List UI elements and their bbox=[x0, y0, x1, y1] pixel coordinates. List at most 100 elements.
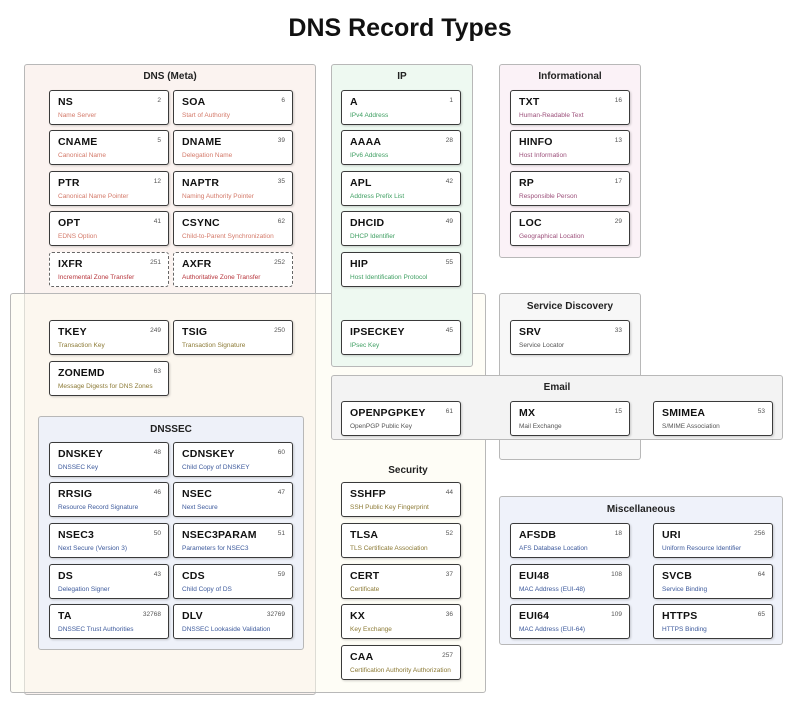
record-code: SMIMEA bbox=[662, 407, 706, 419]
record-code: DS bbox=[58, 570, 73, 582]
record-number: 256 bbox=[754, 530, 765, 537]
record-description: AFS Database Location bbox=[519, 545, 588, 552]
record-number: 5 bbox=[157, 137, 161, 144]
record-description: Service Locator bbox=[519, 342, 565, 349]
record-number: 55 bbox=[445, 259, 453, 266]
record-description: Authoritative Zone Transfer bbox=[182, 274, 261, 281]
record-description: Human-Readable Text bbox=[519, 112, 584, 119]
record-number: 32768 bbox=[142, 611, 161, 618]
record-code: KX bbox=[350, 610, 365, 622]
record-description: Message Digests for DNS Zones bbox=[58, 383, 153, 390]
record-code: CDS bbox=[182, 570, 205, 582]
record-code: TLSA bbox=[350, 529, 379, 541]
record-number: 33 bbox=[614, 327, 622, 334]
record-code: TKEY bbox=[58, 326, 87, 338]
record-number: 28 bbox=[445, 137, 453, 144]
record-description: MAC Address (EUI-48) bbox=[519, 586, 586, 593]
record-number: 257 bbox=[442, 652, 453, 659]
group-security-title: Security bbox=[388, 465, 428, 476]
record-code: PTR bbox=[58, 177, 80, 189]
record-description: Incremental Zone Transfer bbox=[58, 274, 135, 281]
group-service-discovery-title: Service Discovery bbox=[526, 301, 614, 312]
record-number: 60 bbox=[277, 449, 285, 456]
record-description: DNSSEC Lookaside Validation bbox=[182, 626, 271, 633]
record-description: IPsec Key bbox=[350, 342, 380, 349]
record-description: Delegation Signer bbox=[58, 586, 110, 593]
group-dns-meta-title: DNS (Meta) bbox=[143, 71, 197, 82]
record-description: OpenPGP Public Key bbox=[350, 423, 413, 430]
record-number: 2 bbox=[157, 97, 161, 104]
record-number: 62 bbox=[277, 218, 285, 225]
group-informational-title: Informational bbox=[538, 71, 602, 82]
group-ip-title: IP bbox=[397, 71, 407, 82]
record-description: Host Information bbox=[519, 152, 567, 159]
record-description: Child-to-Parent Synchronization bbox=[182, 233, 274, 240]
record-description: Child Copy of DS bbox=[182, 586, 232, 593]
record-number: 17 bbox=[614, 178, 622, 185]
record-number: 6 bbox=[281, 97, 285, 104]
record-description: Certification Authority Authorization bbox=[350, 667, 451, 674]
record-number: 249 bbox=[150, 327, 161, 334]
record-description: DNSSEC Trust Authorities bbox=[58, 626, 134, 633]
record-number: 12 bbox=[153, 178, 161, 185]
record-code: CERT bbox=[350, 570, 380, 582]
record-number: 50 bbox=[153, 530, 161, 537]
record-description: Certificate bbox=[350, 586, 380, 593]
record-code: URI bbox=[662, 529, 681, 541]
record-code: SOA bbox=[182, 96, 206, 108]
record-number: 35 bbox=[277, 178, 285, 185]
record-number: 43 bbox=[153, 571, 161, 578]
record-code: EUI48 bbox=[519, 570, 550, 582]
record-description: Uniform Resource Identifier bbox=[662, 545, 742, 552]
record-code: HINFO bbox=[519, 136, 553, 148]
record-description: EDNS Option bbox=[58, 233, 98, 240]
record-description: Resource Record Signature bbox=[58, 504, 139, 511]
record-description: Canonical Name Pointer bbox=[58, 193, 129, 200]
record-code: A bbox=[350, 96, 358, 108]
record-code: DLV bbox=[182, 610, 203, 622]
record-code: NSEC3PARAM bbox=[182, 529, 257, 541]
record-code: SVCB bbox=[662, 570, 692, 582]
record-description: Name Server bbox=[58, 112, 97, 119]
record-code: TXT bbox=[519, 96, 540, 108]
record-number: 250 bbox=[274, 327, 285, 334]
record-number: 251 bbox=[150, 259, 161, 266]
record-description: Naming Authority Pointer bbox=[182, 193, 254, 200]
record-number: 32769 bbox=[266, 611, 285, 618]
record-description: Parameters for NSEC3 bbox=[182, 545, 249, 552]
record-code: NSEC bbox=[182, 488, 212, 500]
record-number: 51 bbox=[277, 530, 285, 537]
record-number: 44 bbox=[445, 489, 453, 496]
record-description: Canonical Name bbox=[58, 152, 107, 159]
record-code: MX bbox=[519, 407, 536, 419]
record-description: HTTPS Binding bbox=[662, 626, 707, 633]
record-number: 53 bbox=[757, 408, 765, 415]
record-number: 37 bbox=[445, 571, 453, 578]
record-code: OPENPGPKEY bbox=[350, 407, 426, 419]
record-description: MAC Address (EUI-64) bbox=[519, 626, 586, 633]
record-code: NSEC3 bbox=[58, 529, 95, 541]
